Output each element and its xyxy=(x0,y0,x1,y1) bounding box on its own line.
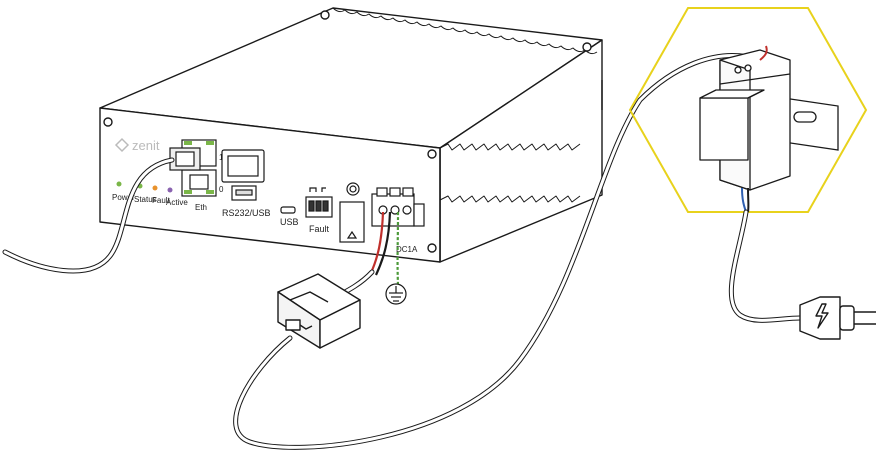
eth-led-1b xyxy=(206,141,214,145)
brand-name: zenit xyxy=(132,138,160,153)
led-active-icon xyxy=(167,187,173,193)
screw-top-left xyxy=(320,10,330,20)
wire-dark xyxy=(375,211,392,276)
rs232-usb-label: RS232/USB xyxy=(222,208,271,218)
eth-led-0a xyxy=(184,190,192,194)
device-right-ridge-2 xyxy=(439,195,581,203)
ground-symbol-icon xyxy=(385,283,407,305)
led-power-label: Power xyxy=(112,193,135,202)
device-right-ridge xyxy=(439,143,581,151)
eth-cable-plug xyxy=(169,147,201,171)
device-top-ridge xyxy=(332,7,598,55)
highlight-hexagon xyxy=(628,7,868,213)
brand-logo-icon xyxy=(114,137,130,153)
relay-contact-icon xyxy=(309,187,326,192)
eth-led-1a xyxy=(184,141,192,145)
fault-connector: Fault xyxy=(305,187,333,234)
screw-front-right xyxy=(427,149,437,159)
ferrite-clamp xyxy=(277,273,361,349)
led-status-label: Status xyxy=(134,195,157,204)
eth-port-0-label: 0 xyxy=(219,185,224,194)
screw-front-left xyxy=(103,117,113,127)
led-fault-icon xyxy=(152,185,158,191)
screw-bottom-right xyxy=(427,243,437,253)
round-connector xyxy=(339,182,365,243)
eth-port-0-inner xyxy=(189,174,209,190)
din-power-supply xyxy=(699,49,791,191)
rs232-usb-port: RS232/USB xyxy=(221,149,271,218)
status-leds: Power Status Fault Active xyxy=(112,181,188,207)
brand-logo: zenit xyxy=(114,137,160,153)
psu-wire-blue xyxy=(741,187,747,213)
usb-port: USB xyxy=(280,206,299,227)
eth-label: Eth xyxy=(195,203,207,212)
usb-label: USB xyxy=(280,217,299,227)
psu-wire-red xyxy=(759,45,768,61)
dc-in-label: DC1A xyxy=(396,245,418,254)
led-active-label: Active xyxy=(166,198,188,207)
screw-top-right xyxy=(582,42,592,52)
lightning-icon xyxy=(815,303,829,329)
fault-label: Fault xyxy=(309,224,330,234)
eth-led-0b xyxy=(206,190,214,194)
led-fault-label: Fault xyxy=(152,196,171,205)
led-power-icon xyxy=(116,181,122,187)
power-plug-icon xyxy=(799,296,876,340)
